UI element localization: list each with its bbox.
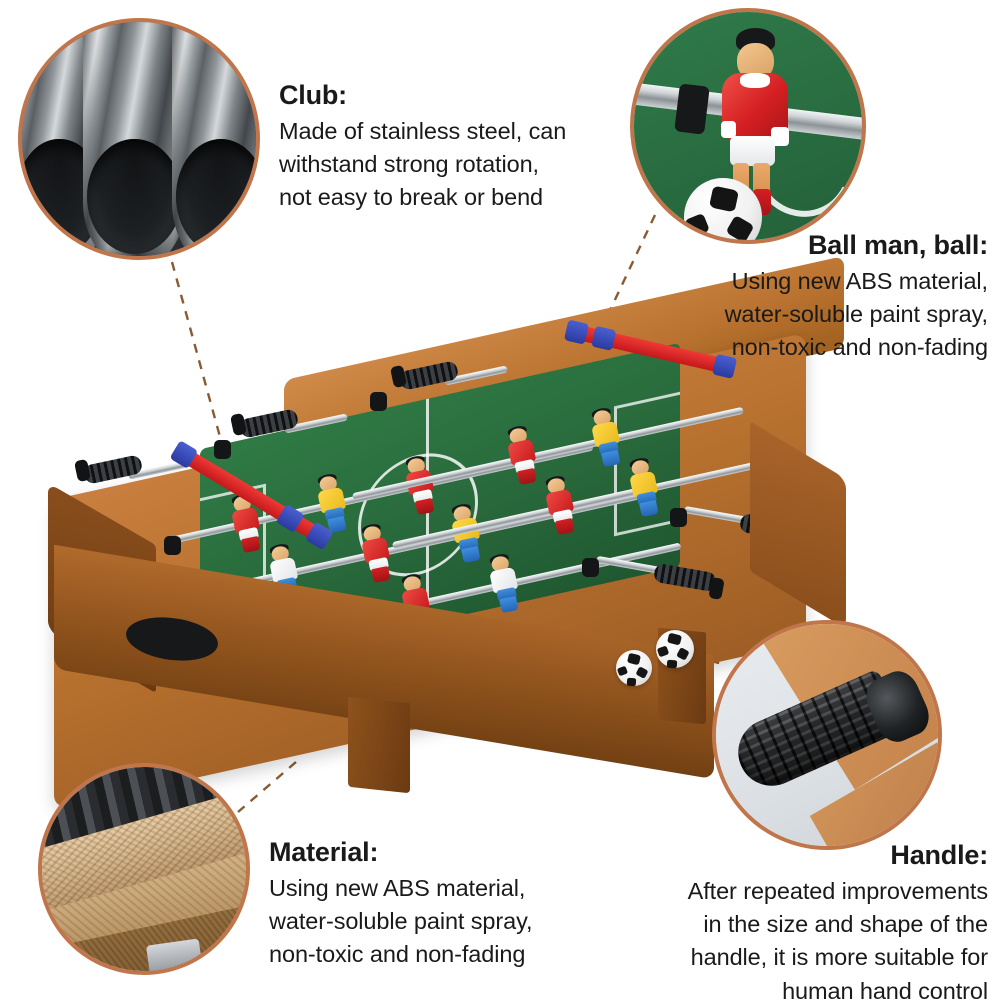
callout-image-ball-man-ball xyxy=(630,8,866,244)
score-bead[interactable] xyxy=(563,319,590,345)
callout-body-ball-man-ball: Using new ABS material, water-soluble pa… xyxy=(724,267,989,361)
callout-text-club: Club: Made of stainless steel, can withs… xyxy=(279,78,609,215)
rod-grip xyxy=(82,454,144,485)
callout-title-handle: Handle: xyxy=(890,840,988,870)
callout-image-handle xyxy=(712,620,942,850)
stainless-steel-tubes-icon xyxy=(22,22,256,256)
table-leg xyxy=(348,696,410,794)
soccer-ball xyxy=(684,178,762,240)
callout-text-ball-man-ball: Ball man, ball: Using new ABS material, … xyxy=(688,228,989,365)
callout-body-club: Made of stainless steel, can withstand s… xyxy=(279,117,567,211)
callout-image-club xyxy=(18,18,260,260)
foosball-player-figure-icon xyxy=(634,12,862,240)
soccer-ball xyxy=(656,630,694,668)
rod-bushing xyxy=(164,536,181,555)
callout-body-handle: After repeated improvements in the size … xyxy=(687,877,988,1004)
soccer-ball xyxy=(616,650,652,686)
rod-bushing xyxy=(670,508,687,527)
player-figure xyxy=(720,27,790,215)
callout-title-club: Club: xyxy=(279,80,347,110)
callout-image-material xyxy=(38,763,250,975)
score-bead[interactable] xyxy=(591,325,617,351)
grip-cap xyxy=(229,412,248,437)
particle-board-edge-icon xyxy=(42,767,246,971)
grip-cap xyxy=(73,458,92,483)
callout-title-ball-man-ball: Ball man, ball: xyxy=(807,230,988,260)
callout-text-material: Material: Using new ABS material, water-… xyxy=(269,835,599,972)
callout-text-handle: Handle: After repeated improvements in t… xyxy=(620,838,989,1008)
rod-bushing xyxy=(370,392,387,411)
black-rubber-handle-icon xyxy=(716,624,938,846)
rod-bushing xyxy=(582,558,599,577)
callout-title-material: Material: xyxy=(269,837,379,867)
product-photo-foosball-table xyxy=(48,255,908,810)
callout-body-material: Using new ABS material, water-soluble pa… xyxy=(269,874,533,968)
rod-bushing xyxy=(214,440,231,459)
